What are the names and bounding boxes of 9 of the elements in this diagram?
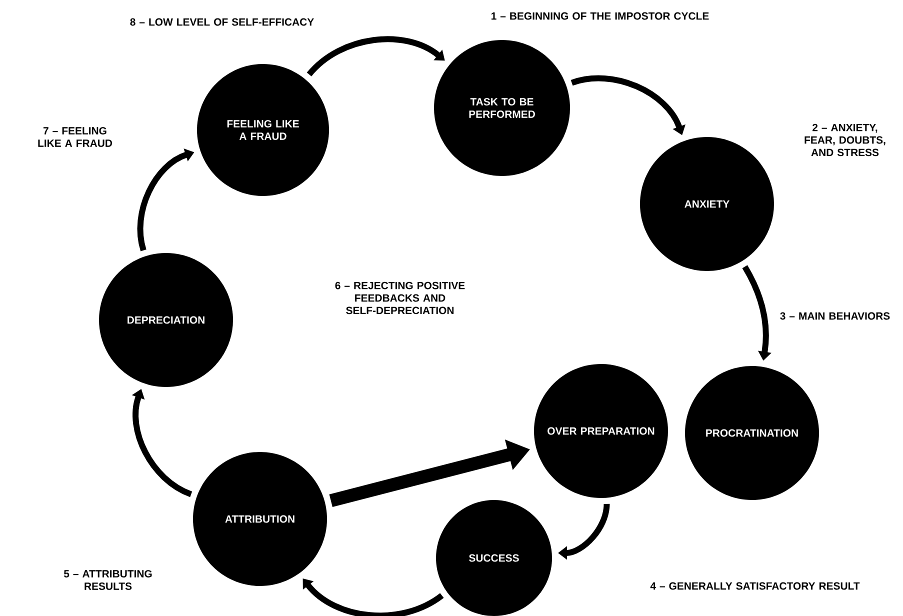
arrow <box>306 36 445 76</box>
step-label: 6 – REJECTING POSITIVE FEEDBACKS AND SELF-DEPRECIATION <box>335 282 465 314</box>
step-label: 7 – FEELING LIKE A FRAUD <box>38 127 112 147</box>
step-label: 2 – ANXIETY, FEAR, DOUBTS, AND STRESS <box>804 124 886 156</box>
step-label: 3 – MAIN BEHAVIORS <box>780 312 890 320</box>
step-label: 1 – BEGINNING OF THE IMPOSTOR CYCLE <box>492 12 709 20</box>
step-label: 8 – LOW LEVEL OF SELF-EFFICACY <box>130 18 314 26</box>
step-label: 5 – ATTRIBUTING RESULTS <box>64 570 152 590</box>
step-label: 4 – GENERALLY SATISFACTORY RESULT <box>650 582 860 590</box>
